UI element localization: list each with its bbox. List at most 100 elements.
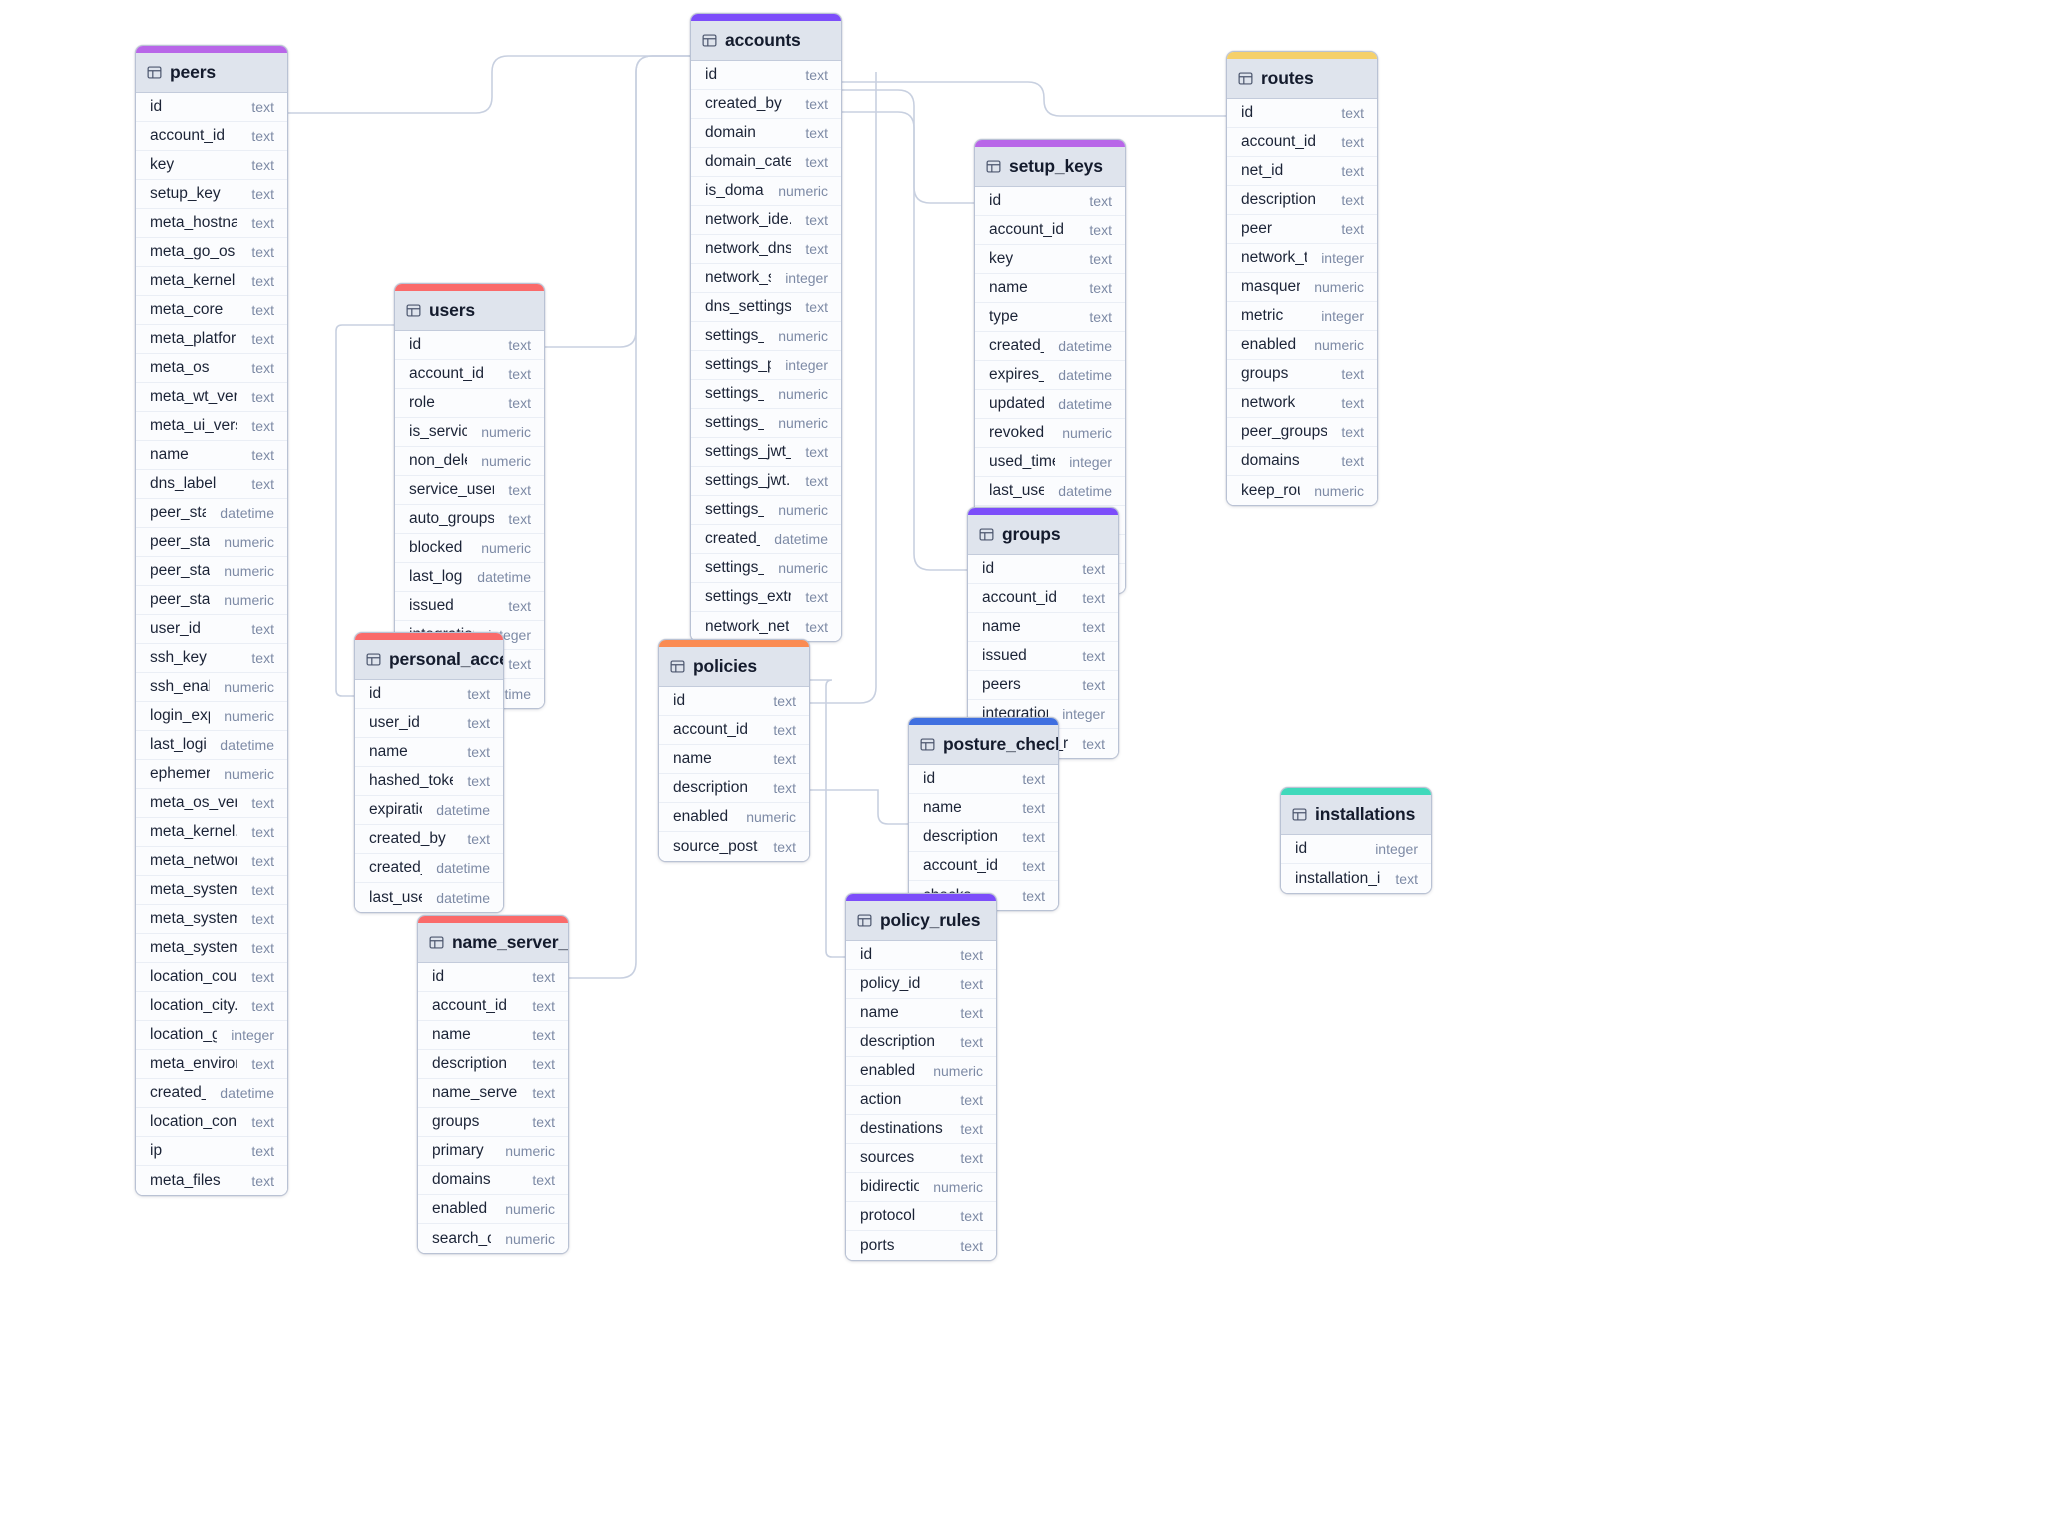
column-row[interactable]: location_city...text [136, 992, 287, 1021]
column-row[interactable]: name_serverstext [418, 1079, 568, 1108]
column-row[interactable]: settings_jwt...text [691, 467, 841, 496]
column-row[interactable]: settings_pee...numeric [691, 322, 841, 351]
table-header-policies[interactable]: policies [659, 647, 809, 687]
column-row[interactable]: location_cou...text [136, 963, 287, 992]
column-row[interactable]: peer_status_...numeric [136, 528, 287, 557]
column-row[interactable]: network_serialinteger [691, 264, 841, 293]
column-row[interactable]: meta_platformtext [136, 325, 287, 354]
column-row[interactable]: meta_system...text [136, 905, 287, 934]
table-card-installations[interactable]: installations idintegerinstallation_i...… [1280, 787, 1432, 894]
column-row[interactable]: meta_system...text [136, 934, 287, 963]
column-row[interactable]: hashed_tokentext [355, 767, 503, 796]
column-row[interactable]: created_atdatetime [975, 332, 1125, 361]
table-header-policy_rules[interactable]: policy_rules [846, 901, 996, 941]
column-row[interactable]: meta_environ...text [136, 1050, 287, 1079]
table-header-groups[interactable]: groups [968, 515, 1118, 555]
table-header-personal_access_tokens[interactable]: personal_access_tokens [355, 640, 503, 680]
column-row[interactable]: meta_system...text [136, 876, 287, 905]
table-header-name_server_groups[interactable]: name_server_groups [418, 923, 568, 963]
column-row[interactable]: meta_os_ver...text [136, 789, 287, 818]
column-row[interactable]: created_atdatetime [691, 525, 841, 554]
column-row[interactable]: expires_atdatetime [975, 361, 1125, 390]
column-row[interactable]: network_typeinteger [1227, 244, 1377, 273]
table-card-personal_access_tokens[interactable]: personal_access_tokens idtextuser_idtext… [354, 632, 504, 913]
table-header-peers[interactable]: peers [136, 53, 287, 93]
table-card-name_server_groups[interactable]: name_server_groups idtextaccount_idtextn… [417, 915, 569, 1254]
column-row[interactable]: dns_settings...text [691, 293, 841, 322]
column-row[interactable]: domain_cate...text [691, 148, 841, 177]
column-row[interactable]: keep_routenumeric [1227, 476, 1377, 505]
column-row[interactable]: expiration_da...datetime [355, 796, 503, 825]
column-row[interactable]: settings_jwt_...text [691, 438, 841, 467]
column-row[interactable]: last_logindatetime [395, 563, 544, 592]
column-row[interactable]: masqueradenumeric [1227, 273, 1377, 302]
column-row[interactable]: meta_ui_vers...text [136, 412, 287, 441]
column-row[interactable]: location_con...text [136, 1108, 287, 1137]
column-row[interactable]: login_expirati...numeric [136, 702, 287, 731]
column-row[interactable]: installation_i...text [1281, 864, 1431, 893]
column-row[interactable]: location_geo...integer [136, 1021, 287, 1050]
column-row[interactable]: meta_wt_ver...text [136, 383, 287, 412]
column-row[interactable]: service_user...text [395, 476, 544, 505]
column-row[interactable]: peer_status_...numeric [136, 586, 287, 615]
column-row[interactable]: is_service_us...numeric [395, 418, 544, 447]
table-header-installations[interactable]: installations [1281, 795, 1431, 835]
column-row[interactable]: network_ide...text [691, 206, 841, 235]
column-row[interactable]: meta_kernel...text [136, 818, 287, 847]
column-row[interactable]: search_doma...numeric [418, 1224, 568, 1253]
column-row[interactable]: last_useddatetime [975, 477, 1125, 506]
